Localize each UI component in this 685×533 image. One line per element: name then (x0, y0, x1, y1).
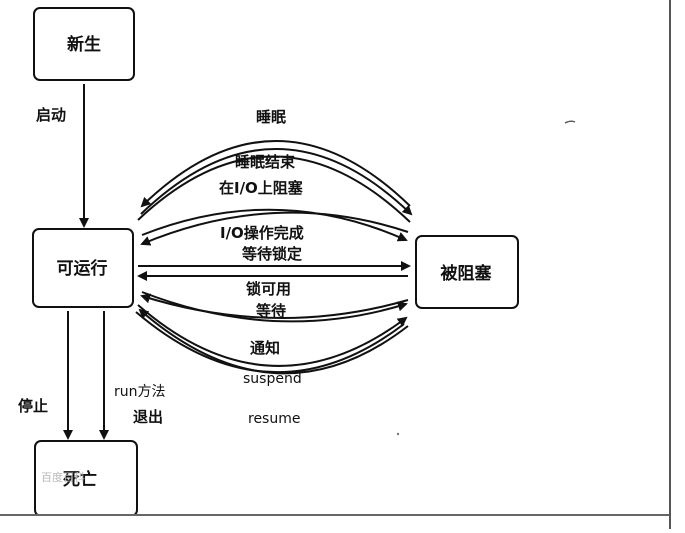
sleep-arrow-outline (137, 155, 411, 223)
state-runnable-label: 可运行 (57, 258, 108, 279)
state-new-box (33, 7, 135, 81)
scan-dot (396, 432, 400, 436)
wait-arrow (141, 291, 408, 323)
io-complete-label: I/O操作完成 (220, 224, 304, 242)
sleep-end-arrow (140, 140, 411, 208)
state-blocked-box (415, 235, 519, 309)
state-new-label: 新生 (67, 34, 101, 55)
resume-arrow (138, 308, 409, 375)
state-blocked-label: 被阻塞 (441, 263, 493, 284)
stop-label: 停止 (18, 397, 48, 415)
run-exit-label-line2: 退出 (133, 408, 163, 426)
state-dead-label: 死亡 (63, 469, 97, 490)
sleep-label: 睡眠 (256, 108, 286, 126)
io-block-arrow (141, 208, 408, 242)
io-block-label: 在I/O上阻塞 (219, 179, 304, 197)
sleep-arrow (140, 148, 413, 216)
bottom-frame-edge (0, 514, 669, 531)
lock-available-label: 锁可用 (246, 280, 291, 298)
right-frame-edge (669, 0, 685, 529)
state-runnable-box (32, 228, 134, 308)
wait-lock-label: 等待锁定 (242, 245, 302, 263)
watermark-text: 百度百科 (41, 470, 85, 484)
sleep-end-label: 睡眠结束 (235, 153, 296, 171)
start-label: 启动 (36, 106, 66, 124)
wait-label: 等待 (256, 302, 286, 320)
run-exit-label-line1: run方法 (114, 384, 166, 400)
resume-label: resume (248, 411, 300, 427)
notify-label: 通知 (250, 339, 280, 357)
io-complete-arrow (140, 211, 409, 246)
suspend-arrow (137, 304, 408, 367)
suspend-label: suspend (243, 371, 302, 387)
scan-mark (564, 120, 576, 124)
notify-arrow (140, 293, 409, 320)
